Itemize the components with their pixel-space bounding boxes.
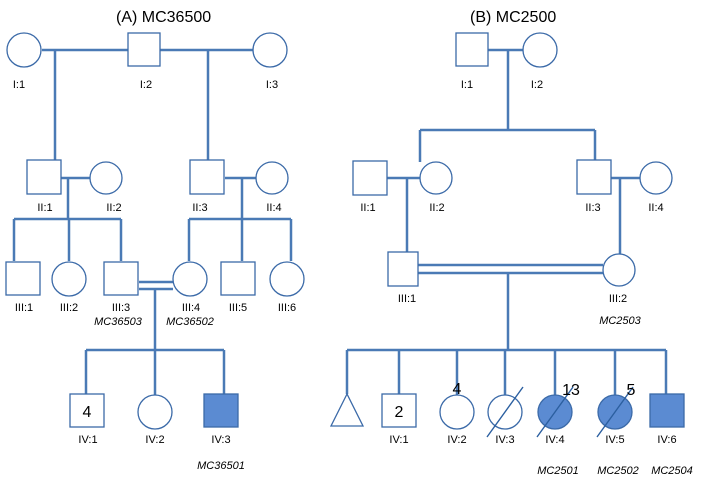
- sample-id: MC2501: [537, 465, 579, 477]
- individual-label: III:1: [398, 293, 416, 305]
- a-IV1-male: [69, 393, 105, 428]
- individual-label: III:2: [60, 302, 78, 314]
- individual-label: II:1: [360, 202, 375, 214]
- individual-label: III:4: [182, 302, 200, 314]
- b-IV1-male: [381, 393, 417, 428]
- sibling-count: 13: [562, 382, 580, 399]
- sibling-count: 4: [83, 404, 92, 421]
- sibling-count: 2: [395, 404, 404, 421]
- a-IV2-female: [137, 394, 173, 430]
- b-II3-male: [576, 159, 612, 195]
- a-II3-male: [189, 159, 225, 195]
- a-IV3-affected-male: [203, 393, 239, 428]
- a-III6-female: [269, 261, 305, 297]
- individual-label: II:1: [37, 202, 52, 214]
- individual-label: III:3: [112, 302, 130, 314]
- individual-label: IV:2: [447, 434, 466, 446]
- individual-label: II:2: [429, 202, 444, 214]
- b-IV2-female: [439, 394, 475, 430]
- individual-label: IV:1: [78, 434, 97, 446]
- individual-label: III:2: [609, 293, 627, 305]
- b-II4-female: [639, 161, 673, 195]
- b-IV3-deceased-slash: [486, 386, 524, 438]
- individual-label: III:6: [278, 302, 296, 314]
- sibling-count: 5: [627, 382, 636, 399]
- individual-label: IV:5: [605, 434, 624, 446]
- sample-id: MC2502: [597, 465, 639, 477]
- sample-id: MC2504: [651, 465, 693, 477]
- b-I2-female: [522, 32, 558, 68]
- b-IV5-deceased-slash: [596, 386, 634, 438]
- sample-id: MC2503: [599, 315, 641, 327]
- b-pregnancy-triangle: [329, 392, 365, 427]
- individual-label: IV:1: [389, 434, 408, 446]
- a-III5-male: [220, 261, 256, 296]
- individual-label: I:1: [461, 79, 473, 91]
- individual-label: IV:3: [211, 434, 230, 446]
- a-III4-female: [172, 261, 208, 297]
- individual-label: I:3: [266, 79, 278, 91]
- a-III2-female: [51, 261, 87, 297]
- sample-id: MC36502: [166, 316, 214, 328]
- sibling-count: 4: [453, 381, 462, 398]
- b-II2-female: [419, 161, 453, 195]
- b-III2-female: [602, 253, 636, 287]
- b-IV6-affected-male: [649, 393, 685, 428]
- a-II1-male: [26, 159, 62, 195]
- individual-label: IV:4: [545, 434, 564, 446]
- individual-label: IV:6: [657, 434, 676, 446]
- panel-a-symbols: [5, 32, 305, 430]
- panel-b-lines: [345, 48, 668, 395]
- individual-label: II:3: [192, 202, 207, 214]
- individual-label: II:3: [585, 202, 600, 214]
- a-II4-female: [255, 161, 289, 195]
- panel-a-title: (A) MC36500: [116, 9, 211, 26]
- a-III3-male: [103, 261, 139, 296]
- panel-b-labels: I:1 I:2 II:1 II:2 II:3 II:4 III:1 III:2 …: [360, 79, 692, 477]
- individual-label: I:2: [140, 79, 152, 91]
- sample-id: MC36503: [94, 316, 143, 328]
- individual-label: IV:3: [495, 434, 514, 446]
- panel-a-lines: [12, 48, 293, 395]
- a-II2-female: [89, 161, 123, 195]
- individual-label: I:1: [13, 79, 25, 91]
- individual-label: III:1: [15, 302, 33, 314]
- panel-b-title: (B) MC2500: [470, 9, 556, 26]
- b-I1-male: [455, 32, 489, 67]
- a-I2-male: [127, 32, 161, 67]
- individual-label: II:4: [266, 202, 281, 214]
- panel-b-symbols: [329, 32, 685, 438]
- sample-id: MC36501: [197, 460, 245, 472]
- panel-a-labels: I:1 I:2 I:3 II:1 II:2 II:3 II:4 III:1 II…: [13, 79, 296, 472]
- a-I3-female: [252, 32, 288, 68]
- a-I1-female: [6, 32, 42, 68]
- individual-label: IV:2: [145, 434, 164, 446]
- individual-label: III:5: [229, 302, 247, 314]
- individual-label: II:2: [106, 202, 121, 214]
- b-IV4-deceased-slash: [536, 386, 574, 438]
- b-II1-male: [352, 160, 388, 196]
- individual-label: II:4: [648, 202, 663, 214]
- b-III1-male: [387, 251, 419, 287]
- a-III1-male: [5, 261, 41, 296]
- individual-label: I:2: [531, 79, 543, 91]
